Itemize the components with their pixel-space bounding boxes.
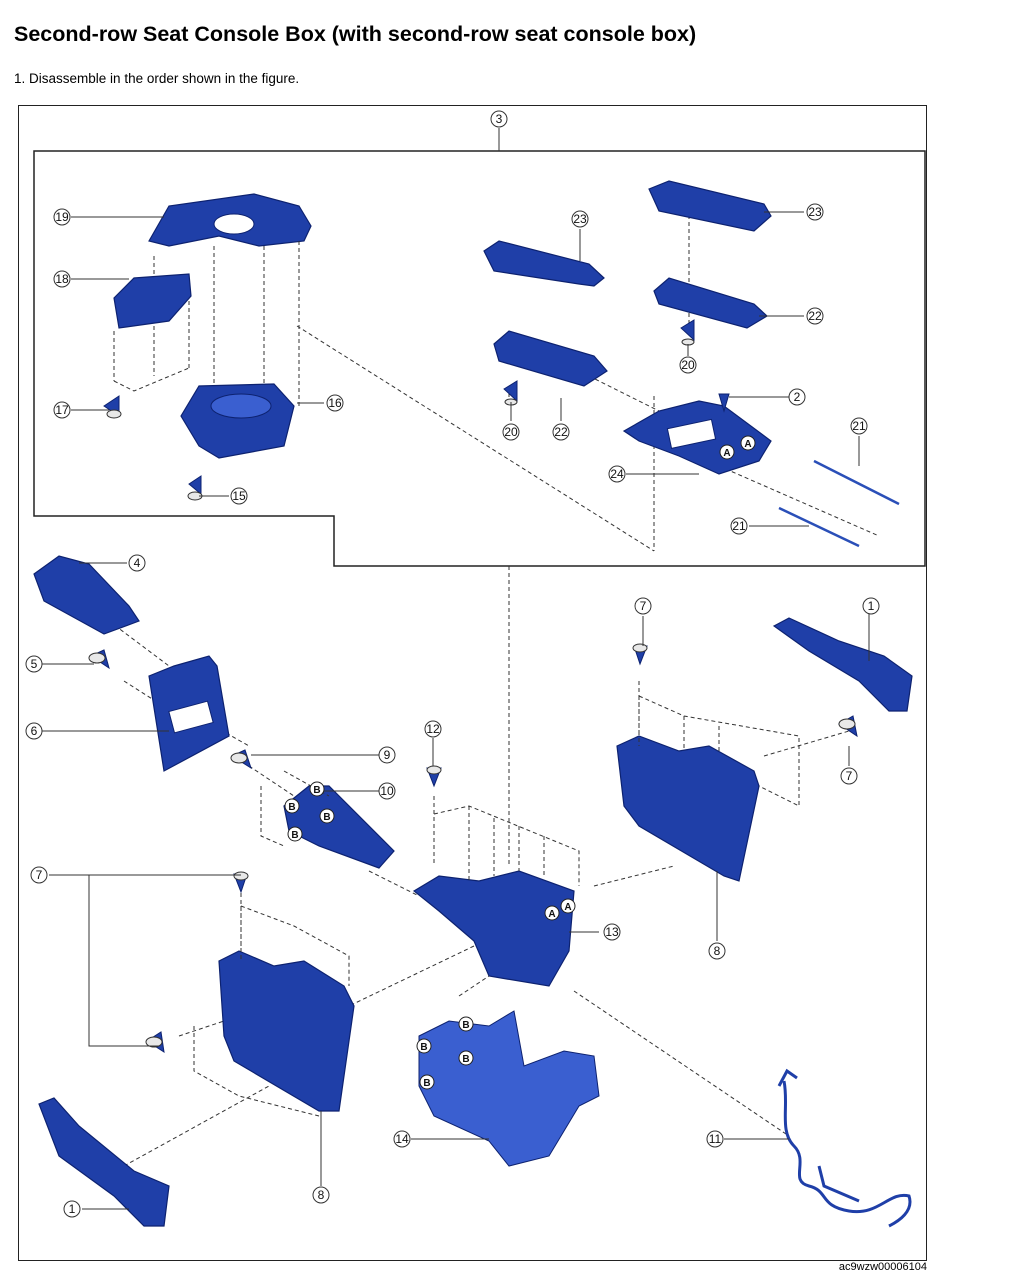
- callout-13-label: 13: [605, 925, 619, 939]
- exploded-view-drawing: 3 19 18 17 16 15 23 23 22 20 2 20 22 21 …: [25, 110, 926, 1228]
- callout-22-left: 22: [552, 423, 570, 441]
- instruction-step: 1. Disassemble in the order shown in the…: [14, 71, 299, 86]
- callout-20-right-label: 20: [681, 358, 695, 372]
- callout-20-left-label: 20: [504, 425, 518, 439]
- callout-23-left-label: 23: [573, 212, 587, 226]
- ref-marker-b: B: [458, 1016, 474, 1032]
- step-number: 1.: [14, 71, 26, 86]
- callout-1-left: 1: [63, 1200, 81, 1218]
- page-title: Second-row Seat Console Box (with second…: [14, 22, 697, 46]
- callout-16-label: 16: [328, 396, 342, 410]
- callout-11: 11: [706, 1130, 724, 1148]
- ref-marker-b: B: [319, 808, 335, 824]
- callout-22-right: 22: [806, 307, 824, 325]
- callout-24: 24: [608, 465, 626, 483]
- ref-marker-b: B: [458, 1050, 474, 1066]
- callout-2: 2: [788, 388, 806, 406]
- ref-marker-a: A: [740, 435, 756, 451]
- ref-marker-b: B: [284, 798, 300, 814]
- callout-6: 6: [25, 722, 43, 740]
- callout-21-top: 21: [850, 417, 868, 435]
- callout-4-label: 4: [134, 556, 141, 570]
- callout-24-label: 24: [610, 467, 624, 481]
- exploded-view-figure: 3 19 18 17 16 15 23 23 22 20 2 20 22 21 …: [18, 105, 927, 1261]
- callout-21-bottom-label: 21: [732, 519, 746, 533]
- callout-8-left: 8: [312, 1186, 330, 1204]
- callout-3: 3: [490, 110, 508, 128]
- callout-8-left-label: 8: [318, 1188, 325, 1202]
- callout-8-right-label: 8: [714, 944, 721, 958]
- callout-18: 18: [53, 270, 71, 288]
- callout-22-right-label: 22: [808, 309, 822, 323]
- step-text: Disassemble in the order shown in the fi…: [29, 71, 300, 86]
- ref-marker-a: A: [560, 898, 576, 914]
- callout-2-label: 2: [794, 390, 801, 404]
- ref-marker-b-label: B: [423, 1078, 430, 1089]
- callout-1-right-label: 1: [868, 599, 875, 613]
- callout-17: 17: [53, 401, 71, 419]
- callout-15-label: 15: [232, 489, 246, 503]
- callout-10: 10: [378, 782, 396, 800]
- callout-1-left-label: 1: [69, 1202, 76, 1216]
- figure-code: ac9wzw00006104: [838, 1261, 927, 1273]
- ref-marker-a-label: A: [723, 448, 730, 459]
- callout-10-label: 10: [380, 784, 394, 798]
- callout-14: 14: [393, 1130, 411, 1148]
- ref-marker-b-label: B: [313, 785, 320, 796]
- callout-4: 4: [128, 554, 146, 572]
- callout-7-top-label: 7: [640, 599, 647, 613]
- callout-12: 12: [424, 720, 442, 738]
- callout-18-label: 18: [55, 272, 69, 286]
- callout-9: 9: [378, 746, 396, 764]
- ref-marker-b-label: B: [462, 1054, 469, 1065]
- callout-14-label: 14: [395, 1132, 409, 1146]
- callout-12-label: 12: [426, 722, 440, 736]
- callout-15: 15: [230, 487, 248, 505]
- callout-7-right-label: 7: [846, 769, 853, 783]
- callout-7-right: 7: [840, 767, 858, 785]
- callout-7-top: 7: [634, 597, 652, 615]
- callout-20-right: 20: [679, 356, 697, 374]
- ref-marker-b: B: [309, 781, 325, 797]
- ref-marker-b-label: B: [291, 830, 298, 841]
- ref-marker-b-label: B: [462, 1020, 469, 1031]
- callout-21-bottom: 21: [730, 517, 748, 535]
- callout-11-label: 11: [709, 1132, 722, 1146]
- callout-23-right-label: 23: [808, 205, 822, 219]
- ref-marker-b: B: [287, 826, 303, 842]
- ref-marker-a-label: A: [548, 909, 555, 920]
- ref-marker-b-label: B: [420, 1042, 427, 1053]
- callout-6-label: 6: [31, 724, 38, 738]
- callout-19-label: 19: [55, 210, 69, 224]
- callout-7-left-label: 7: [36, 868, 43, 882]
- callout-20-left: 20: [502, 423, 520, 441]
- callout-16: 16: [326, 394, 344, 412]
- callout-8-right: 8: [708, 942, 726, 960]
- ref-marker-a-label: A: [744, 439, 751, 450]
- ref-marker-a: A: [544, 905, 560, 921]
- callout-3-label: 3: [496, 112, 503, 126]
- callout-13: 13: [603, 923, 621, 941]
- sub-assembly-frame: [33, 150, 926, 567]
- callout-19: 19: [53, 208, 71, 226]
- callout-9-label: 9: [384, 748, 391, 762]
- ref-marker-a: A: [719, 444, 735, 460]
- callout-17-label: 17: [55, 403, 69, 417]
- callout-5: 5: [25, 655, 43, 673]
- ref-marker-a-label: A: [564, 902, 571, 913]
- ref-marker-b: B: [416, 1038, 432, 1054]
- callout-23-right: 23: [806, 203, 824, 221]
- callout-7-left: 7: [30, 866, 48, 884]
- ref-marker-b-label: B: [288, 802, 295, 813]
- callout-5-label: 5: [31, 657, 38, 671]
- callout-21-top-label: 21: [852, 419, 866, 433]
- ref-marker-b: B: [419, 1074, 435, 1090]
- callout-1-right: 1: [862, 597, 880, 615]
- callout-23-left: 23: [571, 210, 589, 228]
- ref-marker-b-label: B: [323, 812, 330, 823]
- callout-22-left-label: 22: [554, 425, 568, 439]
